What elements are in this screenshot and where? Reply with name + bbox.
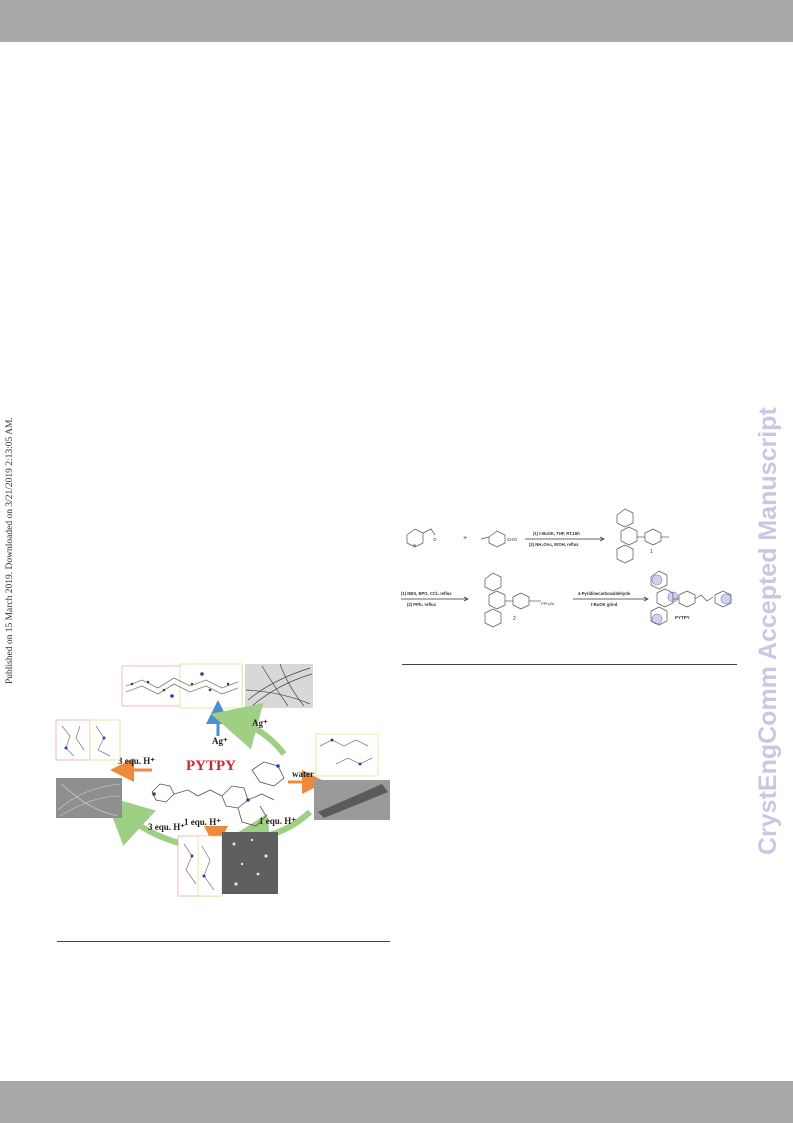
step3-conditions-2: t-BuOK grind — [591, 602, 618, 607]
compound-2-structure — [484, 572, 541, 628]
reactant-o-label: O — [433, 537, 437, 542]
ag-right-arrow — [210, 703, 287, 756]
pytpy-product-label: PYTPY — [675, 615, 690, 620]
accepted-manuscript-watermark: CrystEngComm Accepted Manuscript — [754, 407, 782, 855]
three-equ-left-label: 3 equ. H⁺ — [118, 756, 155, 766]
pytpy-assembly-figure: Ag⁺ Ag⁺ 3 equ. H⁺ 3 equ. H⁺ 1 equ. H⁺ 1 … — [55, 663, 390, 897]
compound-1-structure — [616, 508, 669, 564]
reactant-cho-label: CHO — [507, 537, 517, 542]
figure-rule-left — [57, 941, 390, 942]
compound-2-label: 2 — [513, 616, 516, 622]
bottom-crystal-structure — [177, 835, 223, 897]
left-crystal-structure — [55, 719, 121, 761]
three-equ-lower-label: 3 equ. H⁺ — [148, 822, 185, 832]
footer-band — [0, 1081, 793, 1123]
synthesis-scheme: N O + CHO (1) t-BuOK, THF, RT,15h (2) NH… — [401, 508, 732, 628]
reactant-acetylpyridine — [406, 528, 436, 548]
right-crystal-structure — [315, 733, 379, 777]
one-equ-right-label: 1 equ. H⁺ — [259, 816, 296, 826]
step3-conditions-1: 4-Pyridinecarboxaldehyde — [578, 591, 631, 596]
header-band — [0, 0, 793, 42]
publication-note: Published on 15 March 2019. Downloaded o… — [5, 417, 15, 684]
plus-sign: + — [463, 535, 467, 542]
reactant-tolualdehyde — [480, 530, 506, 548]
compound-1-label: 1 — [650, 549, 653, 555]
step2-conditions-2: (2) PPh₃ reflux — [407, 602, 437, 607]
step1-conditions-1: (1) t-BuOK, THF, RT,15h — [533, 531, 580, 536]
top-tem-image — [245, 663, 313, 708]
one-equ-center-label: 1 equ. H⁺ — [184, 817, 221, 827]
top-crystal-structure — [121, 663, 243, 709]
svg-text:N: N — [413, 543, 416, 548]
step1-conditions-2: (2) NH₄OAc, EtOH, reflux — [529, 542, 579, 547]
scheme-rule-right — [402, 664, 737, 665]
ag-right-label: Ag⁺ — [252, 718, 268, 728]
ag-top-label: Ag⁺ — [212, 736, 228, 746]
pytpy-center-label: PYTPY — [186, 758, 236, 774]
step2-conditions-1: (1) NBS, BPO, CCl₄ reflux — [401, 591, 452, 596]
bottom-sem-image — [222, 832, 278, 894]
left-sem-image — [56, 778, 122, 818]
pph3br-label: PPh₃Br — [541, 601, 555, 606]
water-label: water — [292, 769, 314, 779]
pytpy-product-structure — [650, 570, 732, 626]
right-tem-image — [314, 780, 390, 820]
